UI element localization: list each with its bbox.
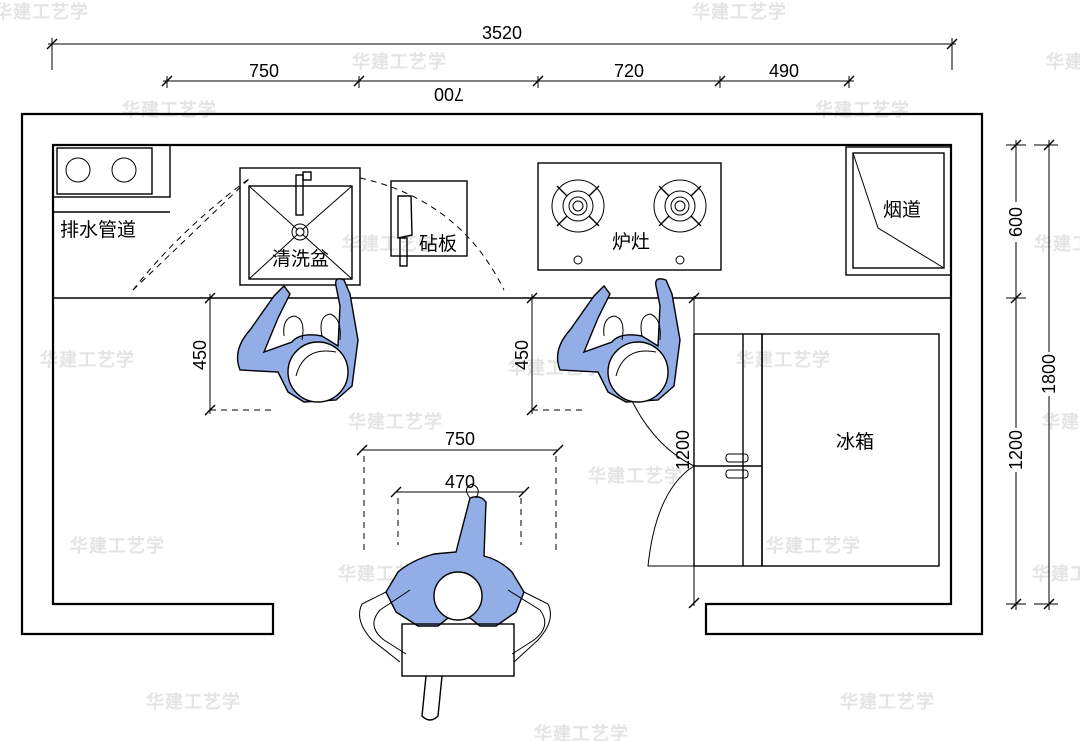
- watermark: 华建工艺学: [1032, 563, 1080, 585]
- dim-right-inner: 600 1200: [1006, 139, 1026, 610]
- cutting-board: 砧板: [390, 180, 468, 267]
- burner-left: [551, 179, 605, 233]
- cutting-board-label: 砧板: [419, 233, 457, 255]
- dim-clear-450-right: 450: [512, 292, 584, 416]
- watermark: 华建工艺学: [766, 535, 861, 557]
- watermark: 华建工艺学: [146, 691, 241, 713]
- dim-person-470-label: 470: [445, 472, 475, 492]
- countertop: [53, 211, 951, 299]
- watermark: 华建工艺学: [1046, 51, 1080, 73]
- fridge: 冰箱: [615, 333, 940, 567]
- watermark: 华建工艺学: [1042, 411, 1080, 433]
- sink-label: 清洗盆: [272, 248, 329, 270]
- dim-seg-750-label: 750: [249, 61, 279, 81]
- watermark: 华建工艺学: [70, 535, 165, 557]
- watermark: 华建工艺学: [534, 723, 629, 741]
- watermark: 华建工艺学: [588, 465, 683, 487]
- person-at-stove: [556, 278, 681, 403]
- sink: 清洗盆: [132, 167, 505, 291]
- watermark: 华建工艺学: [348, 411, 443, 433]
- watermark: 华建工艺学: [815, 99, 910, 121]
- watermark: 华建工艺学: [692, 1, 787, 23]
- dim-right-outer: 1800: [1034, 139, 1059, 610]
- dim-person: 750 470: [356, 429, 564, 550]
- stove-label: 炉灶: [612, 231, 650, 253]
- flue: 烟道: [845, 146, 952, 276]
- watermark: 华建工艺学: [40, 349, 135, 371]
- dim-seg-700-label: 700: [434, 84, 464, 104]
- watermark: 华建工艺学: [736, 349, 831, 371]
- dim-total-width: 3520: [46, 23, 958, 70]
- person-at-sink: [236, 278, 359, 403]
- dim-fridge-1200-label: 1200: [673, 430, 693, 470]
- walls: [20, 112, 984, 636]
- dim-segments: 750 720 490 700: [161, 61, 855, 104]
- dim-depth-1200-label: 1200: [1006, 430, 1026, 470]
- watermark: 华建工艺学: [122, 99, 217, 121]
- person-at-table: [359, 483, 551, 721]
- dim-seg-720-label: 720: [614, 61, 644, 81]
- dim-total-width-label: 3520: [482, 23, 522, 43]
- flue-label: 烟道: [883, 199, 921, 221]
- dim-depth-1800-label: 1800: [1039, 354, 1059, 394]
- dim-fridge-1200: 1200: [673, 292, 700, 609]
- dim-seg-490-label: 490: [769, 61, 799, 81]
- dim-depth-600-label: 600: [1006, 207, 1026, 237]
- drain-pipe-label: 排水管道: [60, 219, 136, 241]
- dim-clear-450-left-label: 450: [190, 340, 210, 370]
- drain-pipe: 排水管道: [52, 144, 171, 241]
- watermark: 华建工艺学: [352, 51, 447, 73]
- watermark: 华建工艺学: [0, 1, 89, 23]
- watermark: 华建工艺学: [840, 691, 935, 713]
- stove: 炉灶: [537, 162, 722, 271]
- fridge-label: 冰箱: [836, 431, 874, 453]
- watermark: 华建工艺学: [1034, 233, 1080, 255]
- dim-clear-450-right-label: 450: [512, 340, 532, 370]
- dim-person-750-label: 750: [445, 429, 475, 449]
- burner-right: [653, 179, 707, 233]
- watermark: 华建工艺学: [342, 233, 437, 255]
- dim-clear-450-left: 450: [190, 292, 272, 416]
